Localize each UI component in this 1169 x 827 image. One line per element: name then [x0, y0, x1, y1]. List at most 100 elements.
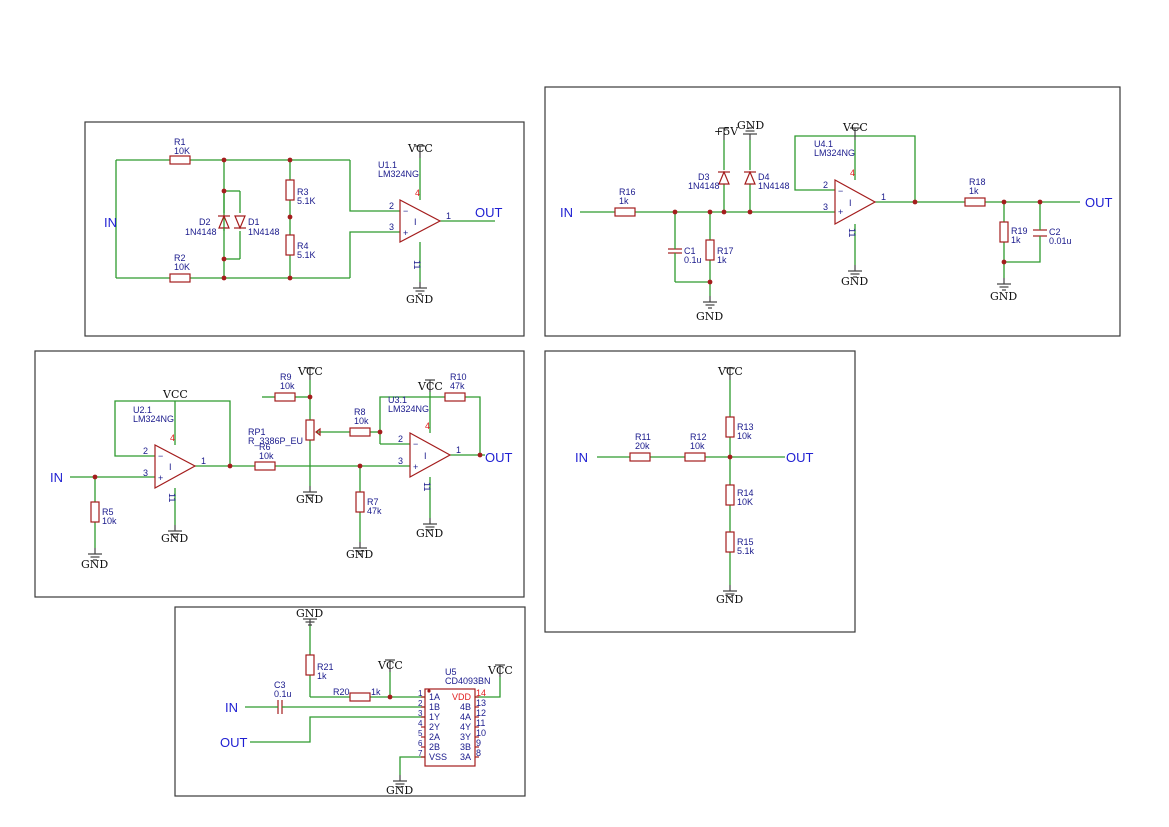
gnd-net-label: GND	[416, 527, 443, 540]
d2-diode	[218, 214, 230, 231]
svg-text:+: +	[158, 473, 163, 483]
in-port: IN	[225, 700, 238, 715]
d4-ref: D4	[758, 172, 770, 182]
r20-value: 1k	[371, 687, 381, 697]
svg-text:+: +	[413, 462, 418, 472]
d1-value: 1N4148	[248, 227, 280, 237]
svg-text:11: 11	[167, 493, 177, 502]
circuit-4: R11 20k R12 10k R13 10k R14 10K R15 5.1k…	[575, 365, 814, 606]
u5-left-pin-number: 4	[418, 719, 423, 728]
c1-ref: C1	[684, 246, 696, 256]
out-port: OUT	[1085, 195, 1113, 210]
svg-text:4: 4	[850, 168, 855, 178]
d2-ref: D2	[199, 217, 211, 227]
c1-capacitor	[668, 245, 682, 257]
svg-text:1: 1	[456, 445, 461, 455]
r16-ref: R16	[619, 187, 636, 197]
u5-left-pin-name: 2Y	[429, 722, 440, 732]
r3-resistor	[285, 179, 295, 201]
r10-value: 47k	[450, 381, 465, 391]
out-port: OUT	[485, 450, 513, 465]
r6-ref: R6	[259, 442, 271, 452]
d4-diode	[744, 170, 756, 185]
svg-text:I: I	[849, 198, 852, 208]
r7-ref: R7	[367, 497, 379, 507]
u5-right-pin-number: 11	[476, 718, 485, 728]
gnd-net-label: GND	[990, 290, 1017, 303]
u5-left-pin-number: 6	[418, 739, 423, 748]
u4-opamp: − + I 2 3 1 4 11	[823, 168, 886, 237]
r19-value: 1k	[1011, 235, 1021, 245]
rp1-ref: RP1	[248, 427, 266, 437]
rp1-value: R_3386P_EU	[248, 436, 303, 446]
u2-opamp: − + I 2 3 1 4 11	[143, 433, 206, 502]
u5-left-pin-name: 2A	[429, 732, 440, 742]
r8-resistor	[349, 427, 371, 437]
svg-text:3: 3	[389, 222, 394, 232]
gnd-net-label: GND	[386, 784, 413, 797]
r14-ref: R14	[737, 488, 754, 498]
vcc-net-label: VCC	[297, 365, 323, 378]
r2-value: 10K	[174, 262, 190, 272]
r21-ref: R21	[317, 662, 334, 672]
r7-resistor	[355, 491, 365, 513]
in-port: IN	[104, 215, 117, 230]
u3-ref: U3.1	[388, 395, 407, 405]
gnd-net-label: GND	[296, 607, 323, 620]
circuit-frame-4	[544, 350, 856, 633]
svg-text:1: 1	[446, 211, 451, 221]
r20-resistor	[349, 692, 371, 702]
circuit-1: R1 10K R2 10K R3 5.1K R4 5.1K D2 1N4148 …	[104, 137, 503, 306]
r9-ref: R9	[280, 372, 292, 382]
r14-value: 10K	[737, 497, 753, 507]
u1-value: LM324NG	[378, 169, 419, 179]
out-port: OUT	[220, 735, 248, 750]
u3-opamp: − + I 2 3 1 4 11	[398, 421, 461, 491]
c3-capacitor	[275, 700, 285, 714]
r4-ref: R4	[297, 241, 309, 251]
c1-value: 0.1u	[684, 255, 702, 265]
u5-right-pin-number: 14	[476, 688, 486, 698]
r2-resistor	[169, 273, 191, 283]
u5-left-pin-name: 1A	[429, 692, 440, 702]
r8-value: 10k	[354, 416, 369, 426]
r6-value: 10k	[259, 451, 274, 461]
r8-ref: R8	[354, 407, 366, 417]
vcc-net-label: VCC	[842, 121, 868, 134]
r13-value: 10k	[737, 431, 752, 441]
gnd-net-label: GND	[81, 558, 108, 571]
u5-left-pin-name: 2B	[429, 742, 440, 752]
svg-text:11: 11	[847, 228, 857, 237]
r5-value: 10k	[102, 516, 117, 526]
r4-resistor	[285, 234, 295, 256]
r1-resistor	[169, 155, 191, 165]
u4-value: LM324NG	[814, 148, 855, 158]
u5-right-pin-number: 9	[476, 738, 481, 748]
u5-right-pin-number: 8	[476, 748, 481, 758]
circuit-3: R5 10k GND − + I 2 3 1 4 11 U2.1 LM324NG…	[50, 365, 513, 571]
r19-resistor	[999, 221, 1009, 243]
svg-text:4: 4	[170, 433, 175, 443]
svg-text:I: I	[169, 462, 172, 472]
d2-value: 1N4148	[185, 227, 217, 237]
r10-resistor	[444, 392, 466, 402]
r14-resistor	[725, 484, 735, 506]
r13-ref: R13	[737, 422, 754, 432]
in-port: IN	[560, 205, 573, 220]
r9-value: 10k	[280, 381, 295, 391]
r15-value: 5.1k	[737, 546, 755, 556]
u5-left-pin-number: 1	[418, 689, 423, 698]
gnd-net-label: GND	[716, 593, 743, 606]
out-port: OUT	[786, 450, 814, 465]
r16-value: 1k	[619, 196, 629, 206]
vcc-net-label: VCC	[717, 365, 743, 378]
gnd-net-label: GND	[161, 532, 188, 545]
r19-ref: R19	[1011, 226, 1028, 236]
svg-text:3: 3	[398, 456, 403, 466]
vcc-net-label: VCC	[417, 380, 443, 393]
r5-resistor	[90, 501, 100, 523]
vcc-net-label: VCC	[407, 142, 433, 155]
u1-ref: U1.1	[378, 160, 397, 170]
